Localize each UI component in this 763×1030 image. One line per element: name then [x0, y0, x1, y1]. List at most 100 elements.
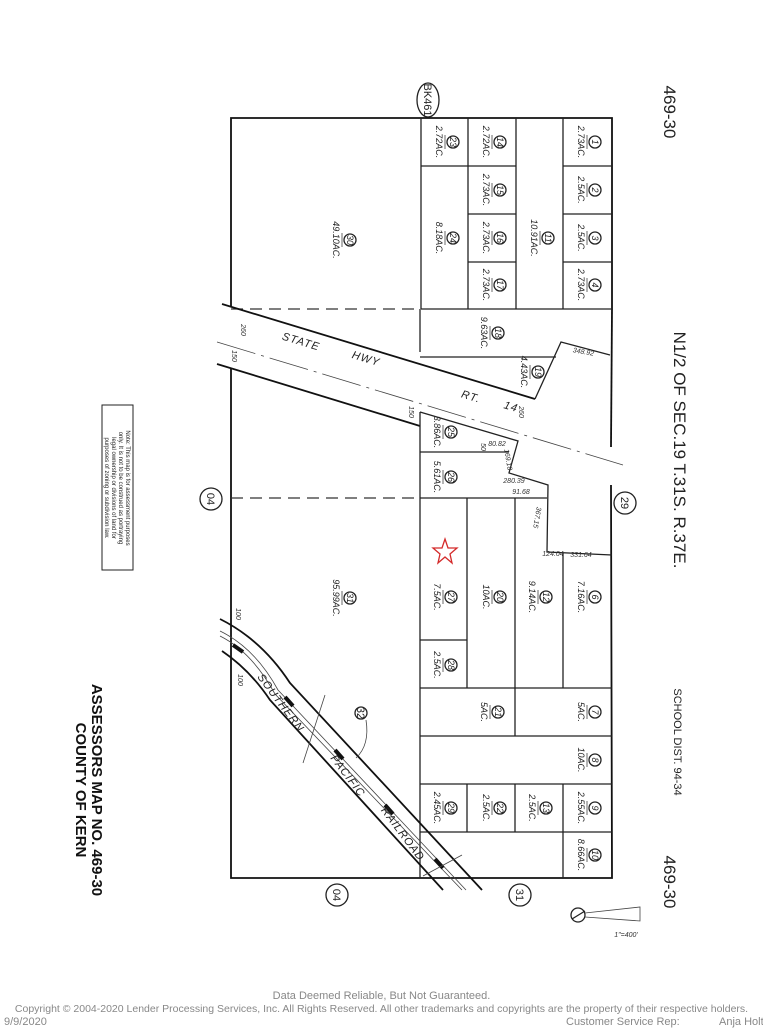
parcel-number: 8 [590, 757, 600, 762]
parcel-label: 132.5AC. [527, 793, 553, 822]
parcel-number: 14 [495, 137, 505, 147]
railroad-parcel-number-circle [354, 706, 368, 720]
book-label-circle [416, 82, 440, 118]
parcel-number-circle [444, 425, 458, 439]
highway-label: 14 [502, 399, 519, 415]
parcel-number: 16 [495, 233, 505, 243]
dimension-label: 100 [236, 674, 243, 686]
adjacent-map-south-circle [508, 883, 532, 907]
parcel-number-circle [588, 135, 602, 149]
parcel-acreage: 2.73AC. [481, 173, 491, 207]
parcel-label: 172.73AC. [481, 268, 507, 302]
parcel-label: 265.61AC. [432, 461, 458, 493]
adjacent-map-south: 31 [513, 889, 525, 901]
parcel-number: 6 [590, 594, 600, 599]
parcel-number-circle [539, 590, 553, 604]
dimension-label: 80.82 [488, 441, 506, 448]
note-text: only. It is not to be construed as portr… [117, 432, 123, 545]
parcel-acreage: 2.73AC. [576, 125, 586, 159]
parcel-label: 7 5AC. [576, 702, 602, 722]
note-text: purposes of zoning or subdivision law. [103, 437, 109, 538]
parcel-number: 25 [446, 426, 456, 438]
parcel-label: 129.14AC. [527, 581, 553, 614]
parcel-number-circle [588, 231, 602, 245]
rep-label: Customer Service Rep: [566, 1016, 680, 1028]
county-title: COUNTY OF KERN [72, 723, 89, 858]
parcel-label: 15 2.73AC. [481, 173, 507, 207]
assessor-map: 12.73AC.22.5AC.32.5AC.42.73AC.142.72AC.1… [72, 82, 689, 939]
parcel-acreage: 7.16AC. [576, 581, 586, 614]
parcel-acreage: 2.5AC. [527, 793, 537, 822]
scale-label: 1"=400' [614, 932, 638, 939]
parcel-acreage: 4.43AC. [519, 356, 529, 389]
parcel-number-circle [493, 135, 507, 149]
highway-label: RT. [460, 389, 482, 406]
parcel-number-circle [493, 590, 507, 604]
parcel-acreage: 3.86AC. [432, 416, 442, 449]
railroad-parcel-number: 32 [354, 707, 366, 719]
parcel-number-circle [531, 365, 545, 379]
parcel-number: 22 [495, 802, 505, 813]
highway-label: HWY [350, 349, 381, 369]
parcel-acreage: 2.73AC. [481, 221, 491, 255]
parcel-label: 23 2.72AC. [434, 125, 460, 159]
parcel-label: 292.45AC. [432, 791, 458, 825]
parcel-number: 18 [493, 328, 503, 338]
parcel-number-circle [491, 705, 505, 719]
adjacent-map-east-circle [613, 491, 637, 515]
parcel-label: 222.5AC. [481, 793, 507, 822]
parcel-acreage: 7.5AC. [432, 583, 442, 611]
parcel-number: 28 [446, 659, 456, 670]
parcel-number-circle [588, 590, 602, 604]
parcel-number-circle [491, 326, 505, 340]
parcel-number: 19 [533, 367, 543, 377]
adjacent-map-west-top: 04 [204, 493, 216, 505]
parcel-number-circle [493, 801, 507, 815]
map-number-bottom: 469-30 [660, 856, 679, 909]
parcel-label: 18 9.63AC. [479, 317, 505, 350]
dimension-label: 91.68 [512, 489, 530, 496]
parcel-label: 108.66AC. [576, 839, 602, 871]
parcel-number: 30 [345, 235, 355, 245]
dimension-label: 150 [230, 350, 237, 362]
parcel-number-circle [539, 801, 553, 815]
parcel-acreage: 9.14AC. [527, 581, 537, 614]
parcel-number: 23 [448, 136, 458, 147]
parcel-number: 7 [590, 709, 600, 715]
parcel-label: 16 2.73AC. [481, 221, 507, 255]
parcel-acreage: 2.5AC. [432, 650, 442, 679]
parcel-acreage: 2.45AC. [432, 791, 442, 825]
parcel-label: 6 7.16AC. [576, 581, 602, 614]
parcel-label: 14 2.72AC. [481, 125, 507, 159]
parcel-number-circle [493, 183, 507, 197]
parcel-acreage: 10AC. [576, 747, 586, 772]
parcel-acreage: 2.5AC. [576, 223, 586, 252]
parcel-number: 1 [590, 139, 600, 144]
north-arrow-icon [570, 906, 641, 923]
parcel-acreage: 5AC. [576, 702, 586, 722]
parcel-acreage: 2.72AC. [481, 125, 491, 159]
parcel-acreage: 2.72AC. [434, 125, 444, 159]
parcel-acreage: 2.73AC. [481, 268, 491, 302]
railroad-label: SOUTHERN [255, 672, 307, 735]
date-text: 9/9/2020 [4, 1016, 47, 1028]
parcel-acreage: 95.99AC. [331, 579, 341, 617]
parcel-label: 42.73AC. [576, 268, 602, 301]
parcel-number: 15 [495, 185, 505, 196]
highway-label: STATE [281, 331, 322, 354]
parcel-lines [216, 117, 624, 879]
section-title: N1/2 OF SEC.19 T.31S. R.37E. [670, 332, 689, 569]
parcel-number-circle [588, 848, 602, 862]
parcel-acreage: 9.63AC. [479, 317, 489, 350]
copyright-text: Copyright © 2004-2020 Lender Processing … [14, 1003, 749, 1015]
parcel-number-circle [588, 183, 602, 197]
adjacent-map-east: 29 [618, 497, 630, 509]
parcel-number: 20 [495, 591, 505, 602]
parcel-acreage: 2.55AC. [576, 791, 586, 825]
map-number-top: 469-30 [660, 86, 679, 139]
rep-name: Anja Holt [719, 1016, 763, 1028]
